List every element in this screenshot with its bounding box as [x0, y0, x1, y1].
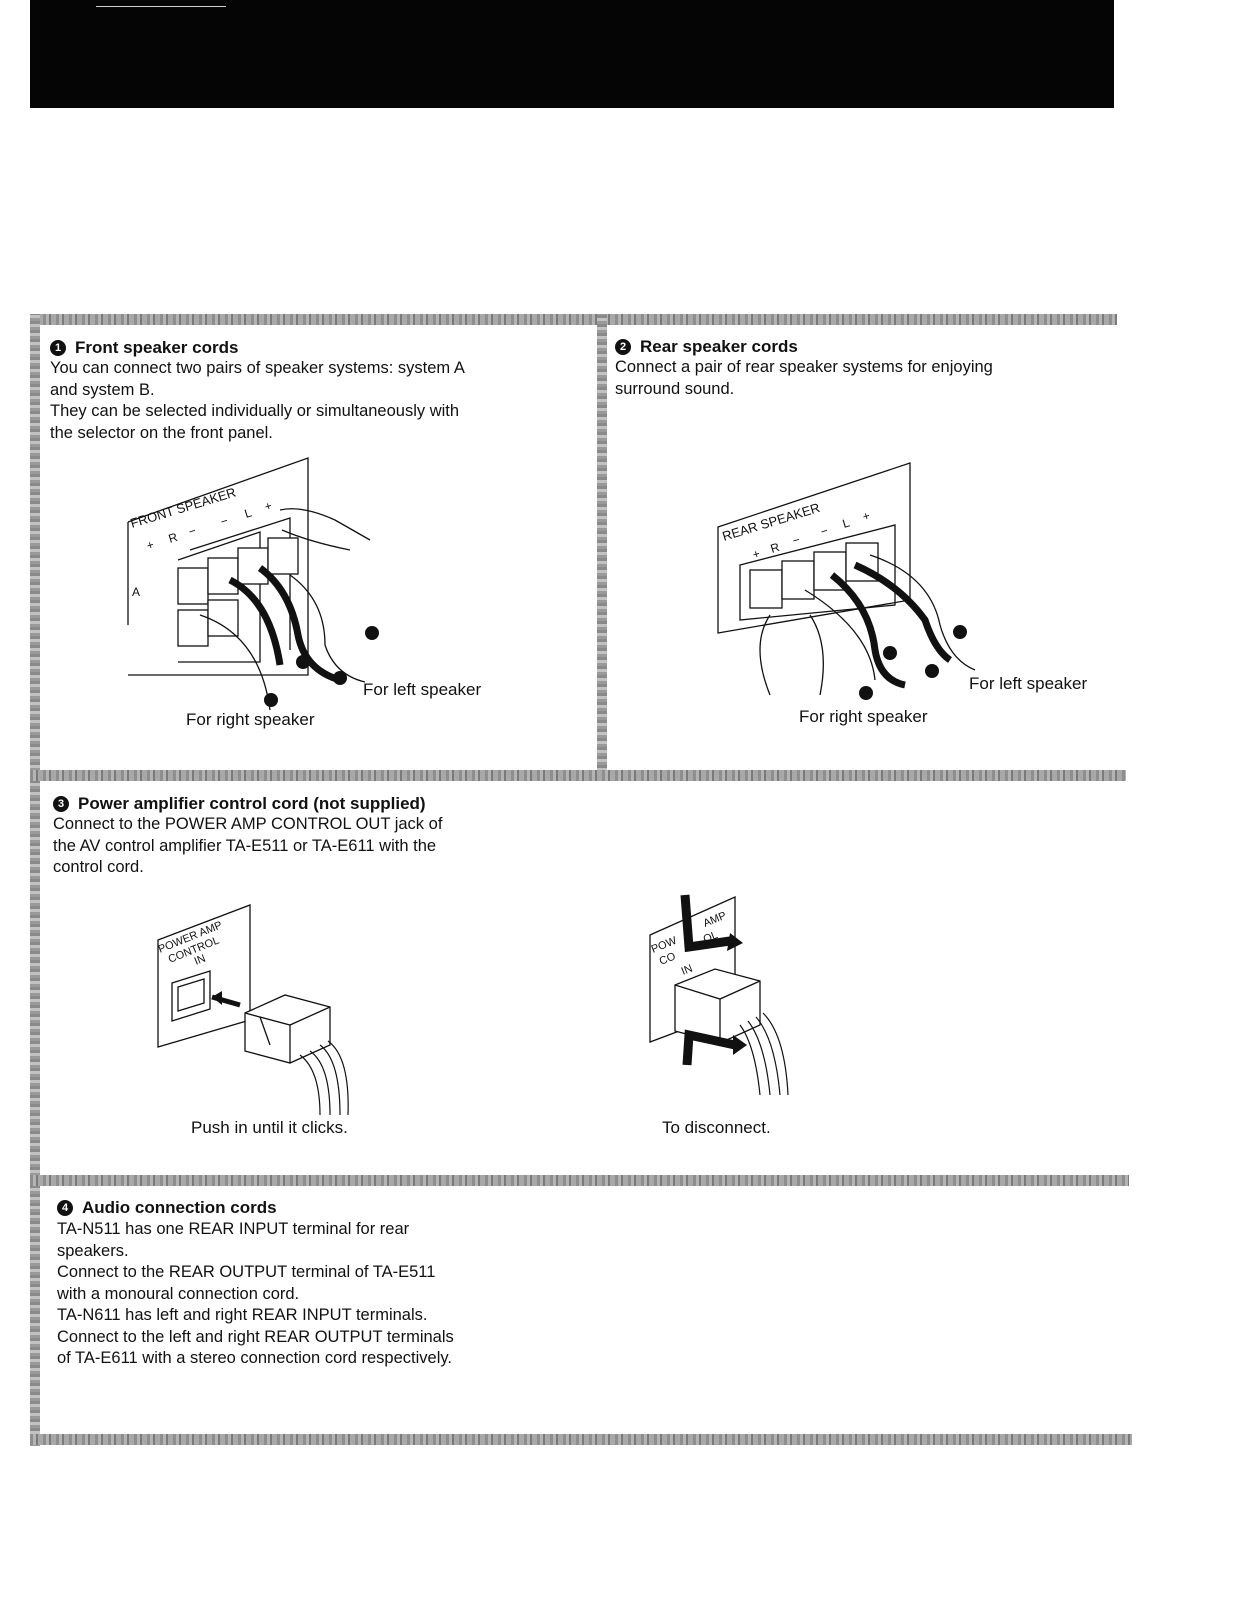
section-1-title: 1 Front speaker cords — [50, 337, 238, 358]
terminal-label: − — [187, 523, 198, 538]
terminal-label: + — [145, 537, 156, 552]
section-4-line: with a monoural connection cord. — [57, 1284, 577, 1306]
section-divider-3 — [30, 1175, 1129, 1186]
row-label-a: A — [132, 585, 140, 599]
terminal-label: R — [167, 530, 180, 546]
in-label: IN — [680, 963, 695, 978]
section-1-line: the selector on the front panel. — [50, 423, 570, 445]
terminal-label: L — [841, 515, 852, 530]
in-label: IN — [193, 953, 208, 968]
middle-frame — [597, 314, 607, 774]
section-2-title: 2 Rear speaker cords — [615, 336, 798, 357]
rear-speaker-panel-label: REAR SPEAKER — [720, 500, 821, 544]
section-3-title: 3 Power amplifier control cord (not supp… — [53, 793, 426, 814]
section-3-number: 3 — [53, 796, 69, 812]
section-1-line: and system B. — [50, 380, 570, 402]
terminal-label: + — [263, 498, 274, 513]
section-1-body: You can connect two pairs of speaker sys… — [50, 358, 570, 444]
disconnect-caption: To disconnect. — [662, 1118, 771, 1138]
terminal-label: R — [769, 540, 782, 556]
section-1-line: You can connect two pairs of speaker sys… — [50, 358, 570, 380]
section-2-number: 2 — [615, 339, 631, 355]
section-1-line: They can be selected individually or sim… — [50, 401, 570, 423]
front-left-speaker-caption: For left speaker — [363, 680, 481, 700]
section-4-line: TA-N611 has left and right REAR INPUT te… — [57, 1305, 577, 1327]
section-4-body: TA-N511 has one REAR INPUT terminal for … — [57, 1219, 577, 1370]
section-3-line: Connect to the POWER AMP CONTROL OUT jac… — [53, 814, 553, 836]
left-frame — [30, 314, 40, 1446]
section-2-heading: Rear speaker cords — [640, 336, 798, 357]
section-3-body: Connect to the POWER AMP CONTROL OUT jac… — [53, 814, 553, 879]
section-3-heading: Power amplifier control cord (not suppli… — [78, 793, 426, 814]
section-3-line: the AV control amplifier TA-E511 or TA-E… — [53, 836, 553, 858]
front-right-speaker-caption: For right speaker — [186, 710, 315, 730]
power-amp-control-connect-diagram: POWER AMP CONTROL IN — [150, 895, 380, 1125]
terminal-label: − — [219, 513, 230, 528]
section-divider-bottom — [30, 1434, 1132, 1445]
section-1-number: 1 — [50, 340, 66, 356]
section-3-line: control cord. — [53, 857, 553, 879]
section-4-line: speakers. — [57, 1241, 577, 1263]
rear-right-speaker-caption: For right speaker — [799, 707, 928, 727]
section-divider-2 — [30, 770, 1126, 781]
section-4-line: TA-N511 has one REAR INPUT terminal for … — [57, 1219, 577, 1241]
terminal-label: + — [751, 546, 762, 561]
page-header-bar — [30, 0, 1114, 108]
section-4-line: of TA-E611 with a stereo connection cord… — [57, 1348, 577, 1370]
push-in-caption: Push in until it clicks. — [191, 1118, 348, 1138]
section-2-line: Connect a pair of rear speaker systems f… — [615, 357, 1095, 379]
section-1-heading: Front speaker cords — [75, 337, 238, 358]
section-4-line: Connect to the left and right REAR OUTPU… — [57, 1327, 577, 1349]
section-4-title: 4 Audio connection cords — [57, 1197, 277, 1218]
section-4-heading: Audio connection cords — [82, 1197, 277, 1218]
amp-label: AMP — [702, 910, 729, 930]
rear-left-speaker-caption: For left speaker — [969, 674, 1087, 694]
power-amp-control-disconnect-diagram: POW AMP CO OL IN — [645, 885, 825, 1105]
pow-label: POW — [650, 935, 679, 956]
terminal-label: − — [819, 523, 830, 538]
section-2-body: Connect a pair of rear speaker systems f… — [615, 357, 1095, 400]
terminal-label: L — [243, 505, 254, 520]
section-2-line: surround sound. — [615, 379, 1095, 401]
terminal-label: − — [791, 532, 802, 547]
section-4-number: 4 — [57, 1200, 73, 1216]
section-4-line: Connect to the REAR OUTPUT terminal of T… — [57, 1262, 577, 1284]
header-rule — [96, 6, 226, 7]
section-divider-top — [30, 314, 1117, 325]
terminal-label: + — [861, 508, 872, 523]
